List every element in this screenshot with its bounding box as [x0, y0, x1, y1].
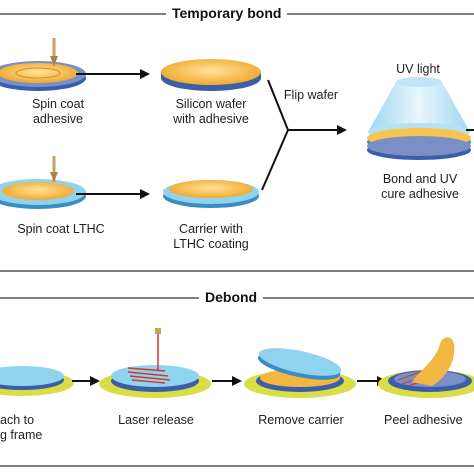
carrier-lthc-label: Carrier with LTHC coating — [164, 222, 258, 252]
laser-release-illustration — [99, 328, 211, 398]
uv-bond-illustration — [367, 77, 471, 160]
carrier-lthc-line-2: LTHC coating — [173, 237, 249, 251]
debond-title: Debond — [199, 289, 264, 305]
carrier-illustration — [163, 180, 259, 208]
bond-uv-cure-line-2: cure adhesive — [381, 187, 459, 201]
spin-coat-lthc-line-1: Spin coat LTHC — [17, 222, 105, 236]
uv-light-line-1: UV light — [396, 62, 440, 76]
laser-release-line-1: Laser release — [118, 413, 194, 427]
remove-carrier-line-1: Remove carrier — [258, 413, 344, 427]
flip-wafer-arrows — [261, 79, 347, 191]
remove-carrier-illustration — [244, 348, 356, 398]
bond-uv-cure-line-1: Bond and UV — [382, 172, 458, 186]
carrier-lthc-line-1: Carrier with — [179, 222, 243, 236]
flip-wafer-line-1: Flip wafer — [283, 88, 339, 102]
spin-coat-adhesive-line-2: adhesive — [32, 112, 84, 126]
spin-coat-adhesive-line-1: Spin coat — [31, 97, 85, 111]
flip-wafer-label: Flip wafer — [276, 88, 346, 103]
attach-to-frame-illustration — [0, 366, 74, 396]
silicon-wafer-label: Silicon wafer with adhesive — [166, 97, 256, 127]
remove-carrier-label: Remove carrier — [246, 413, 356, 428]
spin-coat-adhesive-illustration — [0, 38, 86, 91]
laser-release-label: Laser release — [108, 413, 204, 428]
spin-coat-lthc-label: Spin coat LTHC — [6, 222, 116, 237]
temporary-bond-title: Temporary bond — [166, 5, 288, 21]
spin-coat-lthc-illustration — [0, 156, 86, 209]
uv-light-label: UV light — [378, 62, 458, 77]
peel-adhesive-line-1: Peel adhesive — [384, 413, 463, 427]
attach-to-frame-line-1: ach to — [0, 413, 35, 427]
silicon-wafer-line-1: Silicon wafer — [175, 97, 247, 111]
bond-uv-cure-label: Bond and UV cure adhesive — [368, 172, 472, 202]
attach-to-frame-label: ach to g frame — [0, 413, 60, 443]
attach-to-frame-line-2: g frame — [0, 428, 43, 442]
silicon-wafer-illustration — [161, 59, 261, 91]
spin-coat-adhesive-label: Spin coat adhesive — [18, 97, 98, 127]
peel-adhesive-label: Peel adhesive — [384, 413, 474, 428]
silicon-wafer-line-2: with adhesive — [173, 112, 249, 126]
peel-adhesive-illustration — [378, 337, 474, 398]
